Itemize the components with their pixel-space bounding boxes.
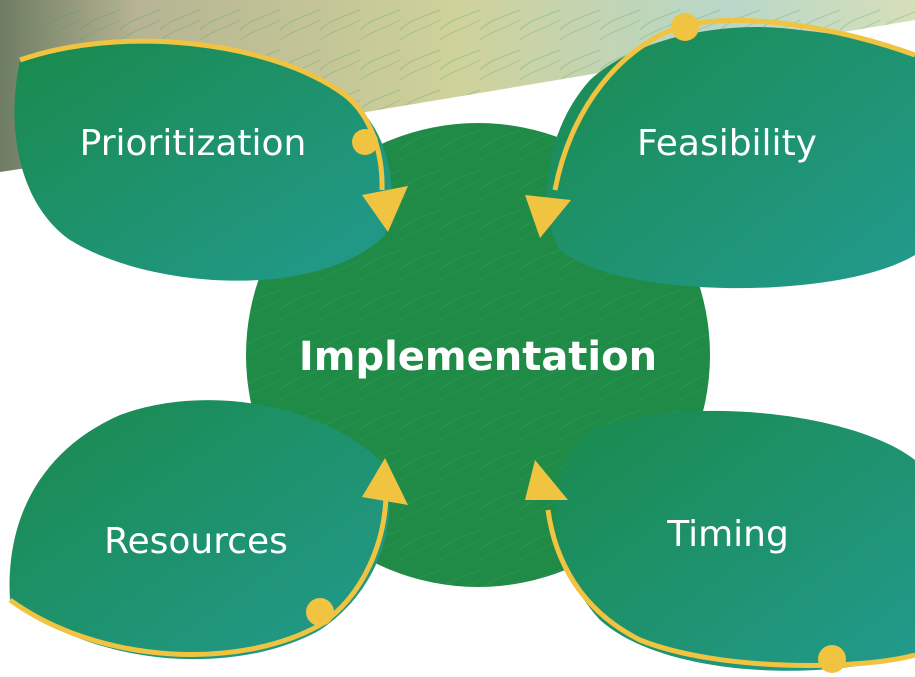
arrow-icon — [525, 460, 568, 500]
leaf-shape — [9, 400, 390, 660]
connector-dot — [306, 598, 334, 626]
leaf-top-left: Prioritization — [14, 38, 408, 281]
leaf-label-feasibility: Feasibility — [637, 123, 817, 164]
connector-dot — [818, 645, 846, 673]
leaf-shape — [546, 0, 915, 289]
arrow-icon — [362, 186, 408, 232]
connector-dot — [671, 13, 699, 41]
center-label: Implementation — [299, 334, 657, 380]
arrow-icon — [362, 458, 408, 505]
leaf-bottom-right: Timing — [525, 410, 915, 677]
connector-arc — [545, 509, 915, 668]
leaf-shape — [14, 41, 392, 281]
connector-dot — [352, 129, 378, 155]
arrow-icon — [525, 195, 571, 238]
connector-arc — [8, 494, 389, 658]
leaf-bottom-left: Resources — [8, 400, 408, 660]
leaf-label-resources: Resources — [104, 521, 288, 562]
leaf-top-right: Feasibility — [525, 0, 915, 289]
leaf-shape — [555, 410, 915, 677]
leaf-label-timing: Timing — [666, 514, 789, 555]
leaf-label-prioritization: Prioritization — [80, 123, 307, 164]
